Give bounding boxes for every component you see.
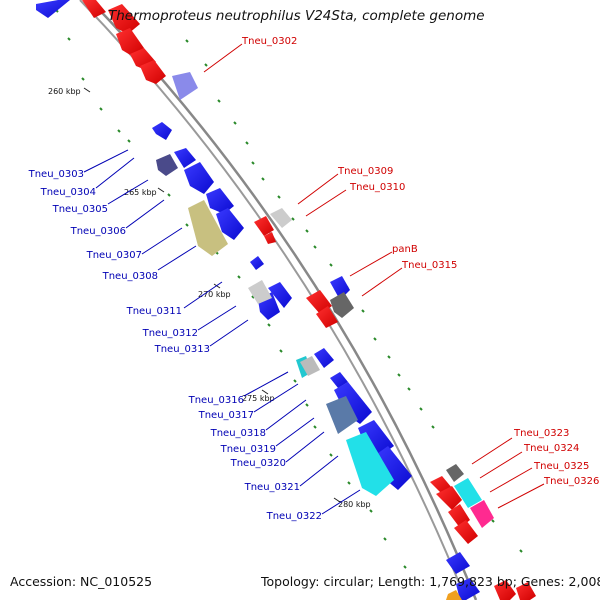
gene-arrow[interactable] — [250, 256, 264, 270]
gene-label-tneu-0317[interactable]: Tneu_0317 — [198, 410, 254, 421]
gene-arrow[interactable] — [470, 500, 494, 528]
reverse-labels: Tneu_0303 Tneu_0304 Tneu_0305 Tneu_0306 … — [28, 169, 322, 522]
reverse-strand-genes — [36, 0, 480, 600]
forward-strand-genes — [82, 0, 536, 600]
gene-label-panb[interactable]: panB — [392, 244, 418, 255]
gene-arrow[interactable] — [82, 0, 106, 18]
gene-label-tneu-0315[interactable]: Tneu_0315 — [401, 260, 457, 271]
gene-arrow[interactable] — [454, 520, 478, 544]
gene-label-tneu-0325[interactable]: Tneu_0325 — [533, 461, 589, 472]
tick-labels: 260 kbp 265 kbp 270 kbp 275 kbp 280 kbp — [48, 87, 371, 509]
gene-label-tneu-0318[interactable]: Tneu_0318 — [210, 428, 266, 439]
label-leaders — [83, 43, 545, 515]
gene-label-tneu-0305[interactable]: Tneu_0305 — [52, 204, 108, 215]
gene-label-tneu-0326[interactable]: Tneu_0326 — [543, 476, 599, 487]
gene-arrow[interactable] — [456, 578, 480, 600]
tick-label-270: 270 kbp — [198, 290, 231, 299]
gene-label-tneu-0313[interactable]: Tneu_0313 — [154, 344, 210, 355]
gene-label-tneu-0309[interactable]: Tneu_0309 — [337, 166, 393, 177]
gene-arrow[interactable] — [264, 232, 276, 244]
gc-dots-track — [55, 9, 523, 569]
gene-arrow[interactable] — [140, 60, 166, 84]
gc-dots-outer — [185, 39, 523, 553]
gene-label-tneu-0316[interactable]: Tneu_0316 — [188, 395, 244, 406]
gene-label-tneu-0303[interactable]: Tneu_0303 — [28, 169, 84, 180]
gene-label-tneu-0319[interactable]: Tneu_0319 — [220, 444, 276, 455]
gene-arrow[interactable] — [330, 292, 354, 318]
gene-arrow[interactable] — [174, 148, 196, 168]
gene-label-tneu-0322[interactable]: Tneu_0322 — [266, 511, 322, 522]
accession-text: Accession: NC_010525 — [10, 574, 153, 589]
gene-arrow[interactable] — [454, 478, 482, 508]
gene-arrow[interactable] — [494, 580, 516, 600]
gene-label-tneu-0323[interactable]: Tneu_0323 — [513, 428, 569, 439]
gene-label-tneu-0302[interactable]: Tneu_0302 — [241, 36, 297, 47]
gene-arrow[interactable] — [334, 382, 372, 424]
gene-arrow[interactable] — [436, 486, 462, 510]
gene-arrow[interactable] — [254, 216, 274, 236]
tick-label-265: 265 kbp — [124, 188, 157, 197]
gene-arrow[interactable] — [446, 590, 462, 600]
gene-arrow[interactable] — [116, 28, 144, 56]
gene-arrow[interactable] — [270, 208, 292, 228]
gene-arrow[interactable] — [314, 348, 334, 368]
gene-arrow[interactable] — [248, 280, 272, 304]
gene-label-tneu-0310[interactable]: Tneu_0310 — [349, 182, 405, 193]
gene-arrow[interactable] — [184, 162, 214, 194]
gene-label-tneu-0312[interactable]: Tneu_0312 — [142, 328, 198, 339]
gc-dots-inner — [55, 9, 407, 569]
gene-arrow[interactable] — [446, 552, 470, 574]
tick-label-260: 260 kbp — [48, 87, 81, 96]
forward-labels: Tneu_0302 Tneu_0309 Tneu_0310 panB Tneu_… — [241, 36, 599, 487]
gene-arrow[interactable] — [346, 432, 394, 496]
tick-label-275: 275 kbp — [242, 394, 275, 403]
gene-label-tneu-0306[interactable]: Tneu_0306 — [70, 226, 126, 237]
gene-arrow[interactable] — [326, 396, 358, 434]
gene-arrow[interactable] — [374, 446, 412, 490]
genome-title: Thermoproteus neutrophilus V24Sta, compl… — [108, 8, 485, 24]
gene-arrow[interactable] — [268, 282, 292, 308]
gene-arrow[interactable] — [152, 122, 172, 140]
gene-label-tneu-0324[interactable]: Tneu_0324 — [523, 443, 579, 454]
gene-label-tneu-0321[interactable]: Tneu_0321 — [244, 482, 300, 493]
tick-label-280: 280 kbp — [338, 500, 371, 509]
gene-label-tneu-0320[interactable]: Tneu_0320 — [230, 458, 286, 469]
gene-arrow[interactable] — [172, 72, 198, 100]
gene-arrow[interactable] — [446, 464, 464, 482]
gene-arrow[interactable] — [330, 372, 348, 388]
gene-arrow[interactable] — [36, 0, 70, 18]
gene-arrow[interactable] — [300, 356, 320, 376]
gene-arrow[interactable] — [216, 208, 244, 240]
gene-label-tneu-0304[interactable]: Tneu_0304 — [40, 187, 96, 198]
tick-mark — [333, 497, 341, 503]
genome-stats-text: Topology: circular; Length: 1,769,823 bp… — [261, 574, 600, 589]
tick-mark — [83, 87, 91, 93]
gene-arrow[interactable] — [516, 582, 536, 600]
tick-mark — [157, 187, 165, 193]
gene-arrow[interactable] — [188, 200, 228, 256]
gene-arrow[interactable] — [206, 188, 234, 214]
gene-label-tneu-0311[interactable]: Tneu_0311 — [126, 306, 182, 317]
gene-label-tneu-0307[interactable]: Tneu_0307 — [86, 250, 142, 261]
gene-label-tneu-0308[interactable]: Tneu_0308 — [102, 271, 158, 282]
gene-arrow[interactable] — [156, 154, 178, 176]
gene-arrow[interactable] — [108, 4, 140, 34]
tick-mark — [261, 389, 269, 395]
gene-arrow[interactable] — [316, 306, 338, 328]
